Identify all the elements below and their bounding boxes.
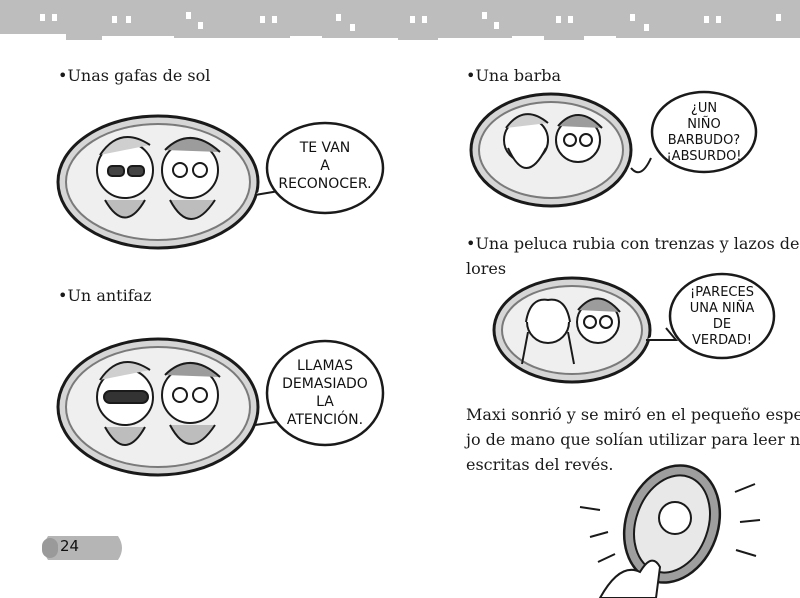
speech-bubble-line: TE VAN (299, 140, 351, 156)
paragraph-line: Maxi sonrió y se miró en el pequeño espe… (466, 405, 800, 424)
list-item-mask: •Un antifaz (58, 286, 152, 305)
speech-bubble-line: NIÑO (687, 116, 721, 132)
kids-illustration-icon (96, 361, 221, 446)
speech-bubble-line: ¿UN (691, 101, 717, 116)
kids-illustration-icon (96, 136, 221, 220)
page-tab-icon (42, 536, 122, 560)
story-paragraph: Maxi sonrió y se miró en el pequeño espe… (466, 402, 800, 477)
speech-bubble-line: BARBUDO? (668, 133, 740, 148)
comic-panel-mask: LLAMAS DEMASIADO LA ATENCIÓN. (56, 337, 385, 477)
comic-panel-wig: ¡PARECES UNA NIÑA DE VERDAD! (492, 272, 776, 384)
speech-bubble-line: A (320, 158, 330, 174)
speech-bubble-line: UNA NIÑA (690, 300, 755, 316)
list-item-wig-line1: •Una peluca rubia con trenzas y lazos de… (466, 234, 800, 253)
comic-panel-beard: ¿UN NIÑO BARBUDO? ¡ABSURDO! (469, 90, 758, 208)
list-item-sunglasses: •Unas gafas de sol (58, 66, 211, 85)
city-skyline-icon (0, 0, 800, 40)
speech-bubble-line: RECONOCER. (278, 176, 371, 192)
kids-illustration-icon (503, 113, 603, 169)
speech-bubble-line: ¡ABSURDO! (666, 149, 741, 164)
speech-bubble-line: DE (713, 317, 731, 332)
page-number: 24 (60, 537, 80, 555)
speech-bubble-line: ¡PARECES (690, 285, 754, 300)
speech-bubble-line: LLAMAS (297, 358, 353, 374)
paragraph-line: escritas del revés. (466, 455, 614, 474)
paragraph-line: jo de mano que solían utilizar para leer… (466, 430, 800, 449)
kids-illustration-icon (521, 297, 621, 365)
speech-bubble-line: VERDAD! (692, 333, 752, 348)
list-item-wig-line2: lores (466, 259, 507, 278)
speech-bubble-line: LA (316, 394, 334, 410)
list-item-beard: •Una barba (466, 66, 562, 85)
hand-mirror-icon (579, 464, 761, 598)
comic-panel-sunglasses: TE VAN A RECONOCER. (56, 114, 385, 250)
speech-bubble-line: ATENCIÓN. (287, 410, 363, 428)
speech-bubble-line: DEMASIADO (282, 376, 368, 392)
